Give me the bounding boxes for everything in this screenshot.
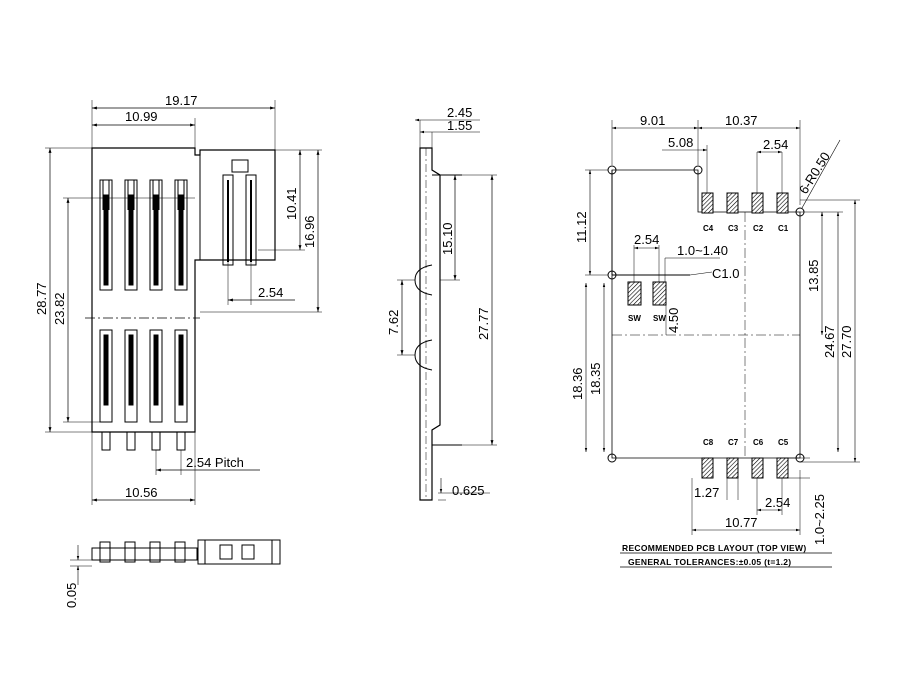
- label-sw-1: SW: [628, 314, 641, 323]
- label-c6: C6: [753, 438, 764, 447]
- dim-hole-radius: 6-R0.50: [796, 149, 833, 196]
- upper-contacts: [99, 179, 188, 291]
- dim-pad-length: 1.0~2.25: [812, 494, 827, 545]
- dim-corner-radius: C1.0: [712, 266, 739, 281]
- pad-c2: [751, 192, 764, 214]
- pad-c4: [701, 192, 714, 214]
- dim-sw-height: 4.50: [666, 308, 681, 333]
- dim-height-contacts: 23.82: [52, 292, 67, 325]
- label-c8: C8: [703, 438, 714, 447]
- dim-sw-pad: 1.0~1.40: [677, 243, 728, 258]
- label-c4: C4: [703, 224, 714, 233]
- dim-left-1836: 18.36: [570, 367, 585, 400]
- lower-contacts: [99, 329, 188, 451]
- label-c7: C7: [728, 438, 739, 447]
- side-view: [397, 118, 497, 501]
- note-title: RECOMMENDED PCB LAYOUT (TOP VIEW): [622, 543, 806, 553]
- dim-bottom-width: 10.56: [125, 485, 158, 500]
- dim-bump-spacing: 7.62: [386, 310, 401, 335]
- label-c5: C5: [778, 438, 789, 447]
- dim-tab-offset: 16.96: [302, 215, 317, 248]
- dim-pad-pitch-top: 2.54: [763, 137, 788, 152]
- dim-left-width: 9.01: [640, 113, 665, 128]
- pad-c6: [751, 457, 764, 479]
- dim-bottom-thickness: 0.625: [452, 483, 485, 498]
- dim-right-27: 27.70: [839, 325, 854, 358]
- dim-tab-height: 10.41: [284, 187, 299, 220]
- dim-tab-pitch: 2.54: [258, 285, 283, 300]
- pad-c5: [776, 457, 789, 479]
- dim-top-height: 11.12: [574, 211, 589, 243]
- dim-total-height: 27.77: [476, 307, 491, 340]
- dim-top-inner: 1.55: [447, 118, 472, 133]
- pcb-labels: 9.01 10.37 5.08 2.54 6-R0.50 11.12 2.54 …: [570, 113, 854, 567]
- label-c2: C2: [753, 224, 764, 233]
- pad-c3: [726, 192, 739, 214]
- note-tolerance: GENERAL TOLERANCES:±0.05 (t=1.2): [628, 557, 791, 567]
- dim-pad-pitch-bottom: 2.54: [765, 495, 790, 510]
- pcb-layout: [584, 120, 860, 568]
- dim-pitch: 2.54 Pitch: [186, 455, 244, 470]
- dim-upper-height: 15.10: [440, 222, 455, 255]
- label-sw-2: SW: [653, 314, 666, 323]
- dim-bottom-span: 10.77: [725, 515, 758, 530]
- dim-pad-span: 10.37: [725, 113, 758, 128]
- dim-body-width: 10.99: [125, 109, 158, 124]
- side-view-labels: 2.45 1.55 15.10 7.62 27.77 0.625: [386, 105, 491, 498]
- front-view: [45, 100, 322, 505]
- pad-sw-2: [652, 281, 667, 306]
- dim-pad-offset: 5.08: [668, 135, 693, 150]
- pad-sw-1: [627, 281, 642, 306]
- dim-right-24: 24.67: [822, 325, 837, 358]
- dim-sw-pitch: 2.54: [634, 232, 659, 247]
- front-view-labels: 19.17 10.99 28.77 23.82 10.41 16.96 2.54…: [34, 93, 317, 500]
- dim-right-13: 13.85: [806, 259, 821, 292]
- dim-height-total: 28.77: [34, 282, 49, 315]
- label-c3: C3: [728, 224, 739, 233]
- bottom-view: [70, 539, 281, 585]
- dim-overall-width: 19.17: [165, 93, 198, 108]
- pad-c8: [701, 457, 714, 479]
- pad-c1: [776, 192, 789, 214]
- dim-pad-width: 1.27: [694, 485, 719, 500]
- pad-c7: [726, 457, 739, 479]
- label-c1: C1: [778, 224, 789, 233]
- side-outline: [419, 147, 441, 501]
- switch-tab: [222, 159, 257, 266]
- dim-left-1835: 18.35: [588, 362, 603, 395]
- dim-standoff: 0.05: [64, 583, 79, 608]
- dim-top-outer: 2.45: [447, 105, 472, 120]
